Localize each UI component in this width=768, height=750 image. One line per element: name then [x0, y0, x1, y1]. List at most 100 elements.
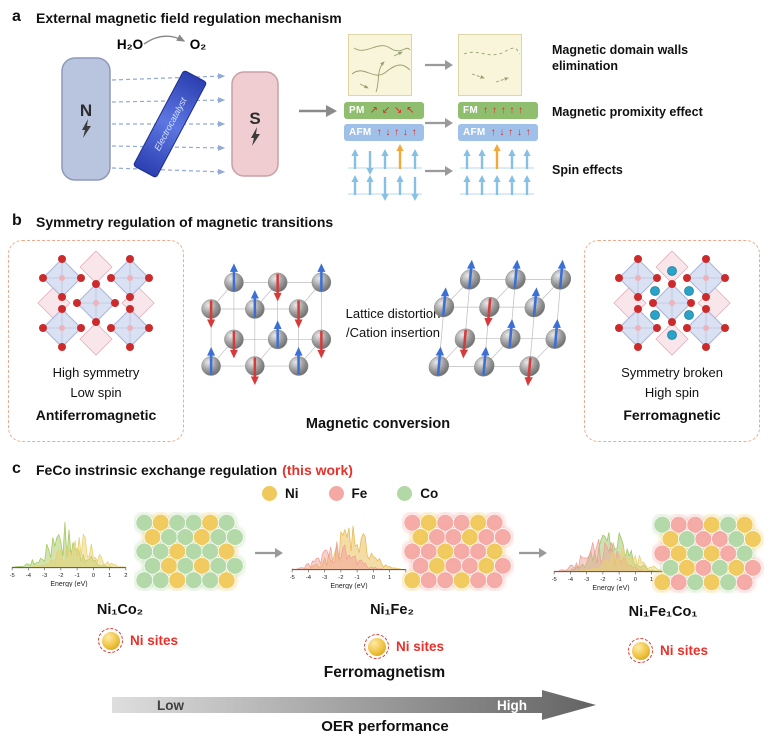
panel-b-title: Symmetry regulation of magnetic transiti…	[36, 214, 334, 230]
svg-text:-3: -3	[42, 573, 48, 579]
lightning-icon	[251, 127, 260, 146]
magnetic-domains-after-icon	[458, 34, 522, 96]
afm-label: AFM	[349, 127, 372, 138]
nifeco-lattice-icon	[652, 514, 763, 593]
ni-sites-group2: Ni sites	[364, 634, 444, 659]
legend-fe-label: Fe	[351, 486, 368, 501]
afm-spin-lattice-icon	[201, 263, 332, 386]
gradient-arrow-icon	[112, 690, 596, 720]
ni-sites-group1: Ni sites	[98, 628, 178, 653]
ni-atom-icon	[367, 637, 386, 656]
ni-sites-group3: Ni sites	[628, 638, 708, 663]
svg-text:-4: -4	[568, 577, 574, 583]
afm-spin-arrows: ↑ ↓ ↑ ↓ ↑	[376, 126, 418, 138]
svg-text:-5: -5	[552, 577, 557, 583]
north-pole-label: N	[80, 101, 92, 120]
legend-item-fe: Fe	[328, 486, 368, 501]
panel-b-label: b	[12, 212, 22, 229]
svg-text:-2: -2	[58, 573, 63, 579]
svg-text:1: 1	[650, 577, 653, 583]
fm-caption-line1: Symmetry broken	[621, 365, 723, 380]
fm-label: FM	[463, 105, 479, 116]
domain-walls-label: Magnetic domain walls elimination	[552, 43, 689, 74]
fm-caption-line3: Ferromagnetic	[623, 407, 721, 423]
svg-text:-2: -2	[600, 577, 605, 583]
nico-lattice-icon	[134, 512, 245, 591]
panel-c-label: c	[12, 460, 21, 477]
magnetic-domains-before-icon	[348, 34, 412, 96]
svg-text:-3: -3	[584, 577, 590, 583]
panel-a-label: a	[12, 8, 21, 25]
oer-performance-label: OER performance	[321, 718, 449, 735]
low-label: Low	[157, 698, 184, 713]
nife-lattice-icon	[402, 512, 513, 591]
panel-a-title: External magnetic field regulation mecha…	[36, 10, 342, 26]
svg-text:0: 0	[634, 577, 638, 583]
ni-dot-icon	[262, 486, 277, 501]
magnet-electrocatalyst-illustration: H₂O O₂ N S Electrocatalyst	[61, 34, 279, 181]
magnetic-state-after: FM ↑ ↑ ↑ ↑ ↑ AFM ↑ ↓ ↑ ↓ ↑	[458, 102, 538, 146]
ferromagnetic-box: Symmetry broken High spin Ferromagnetic	[584, 240, 760, 442]
ni-site-icon	[628, 638, 653, 663]
arrow-right-icon	[425, 118, 453, 128]
svg-text:2: 2	[124, 573, 127, 579]
legend-item-co: Co	[397, 486, 438, 501]
element-legend: Ni Fe Co	[262, 486, 438, 501]
svg-text:-1: -1	[74, 573, 79, 579]
afm-caption-line2: Low spin	[70, 385, 122, 400]
co-dot-icon	[397, 486, 413, 501]
svg-text:-4: -4	[26, 573, 32, 579]
h2o-to-o2-arrow-icon	[143, 34, 186, 45]
formula-nico: Ni₁Co₂	[96, 602, 144, 618]
high-label: High	[497, 698, 527, 713]
ni-site-icon	[98, 628, 123, 653]
fe-dot-icon	[328, 486, 344, 501]
formula-nifeco: Ni₁Fe₁Co₁	[628, 604, 698, 620]
ni-atom-icon	[101, 631, 120, 650]
panel-c-title-highlight: (this work)	[282, 462, 353, 478]
arrow-right-icon	[519, 548, 547, 558]
svg-text:0: 0	[372, 575, 376, 581]
legend-co-label: Co	[420, 486, 439, 501]
fm-caption-line2: High spin	[644, 385, 700, 400]
antiferromagnetic-box: High symmetry Low spin Antiferromagnetic	[8, 240, 184, 442]
ni-sites-label: Ni sites	[396, 639, 445, 654]
svg-text:0: 0	[92, 573, 96, 579]
afm-label: AFM	[463, 127, 486, 138]
arrow-right-icon	[255, 548, 283, 558]
svg-text:-5: -5	[10, 573, 15, 579]
magnetic-conversion-caption: Magnetic conversion	[305, 416, 451, 432]
afm-chip: AFM ↑ ↓ ↑ ↓ ↑	[344, 124, 424, 141]
fm-chip: FM ↑ ↑ ↑ ↑ ↑	[458, 102, 538, 119]
oer-performance-arrow: Low High	[112, 690, 596, 720]
fm-spin-lattice-icon	[428, 259, 572, 387]
proximity-effect-label: Magnetic promixity effect	[552, 105, 703, 119]
pm-label: PM	[349, 105, 365, 116]
fm-crystal-structure-icon	[613, 250, 731, 356]
legend-item-ni: Ni	[262, 486, 299, 501]
arrow-right-icon	[299, 105, 337, 117]
ferromagnetism-label: Ferromagnetism	[323, 664, 446, 681]
svg-text:1: 1	[108, 573, 111, 579]
spin-effects-label: Spin effects	[552, 163, 623, 177]
ni-site-icon	[364, 634, 389, 659]
north-magnet	[61, 57, 111, 181]
svg-text:1: 1	[388, 575, 391, 581]
svg-text:-3: -3	[322, 575, 328, 581]
afm-spin-arrows: ↑ ↓ ↑ ↓ ↑	[490, 126, 532, 138]
panel-c-title: FeCo instrinsic exchange regulation(this…	[36, 462, 353, 478]
h2o-label: H₂O	[117, 37, 143, 52]
panel-c-title-text: FeCo instrinsic exchange regulation	[36, 462, 278, 478]
ni-sites-label: Ni sites	[130, 633, 179, 648]
afm-caption-line3: Antiferromagnetic	[35, 407, 157, 423]
spins-after-icon	[460, 144, 534, 195]
svg-text:-1: -1	[616, 577, 621, 583]
spins-before-icon	[348, 144, 422, 201]
o2-label: O₂	[190, 37, 207, 52]
transition-text-line1: Lattice distortion	[345, 306, 441, 321]
formula-nife: Ni₁Fe₂	[370, 602, 414, 618]
arrow-right-icon	[425, 166, 453, 176]
